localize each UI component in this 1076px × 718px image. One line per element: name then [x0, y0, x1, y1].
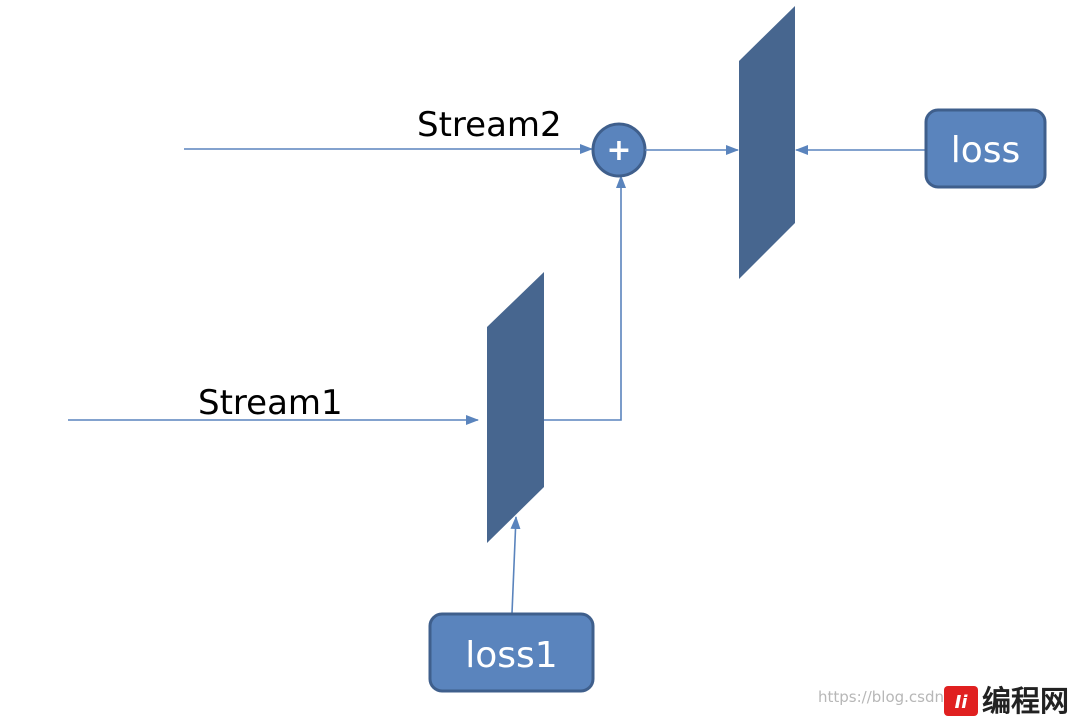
svg-text:Ii: Ii	[955, 692, 969, 713]
stream2-label: Stream2	[417, 105, 562, 145]
loss-box-label: loss	[951, 130, 1021, 171]
watermark-logo: Ii 编程网	[944, 684, 1069, 718]
watermark-logo-icon	[944, 686, 978, 716]
stream2-block	[739, 6, 795, 279]
loss1-box-label: loss1	[465, 635, 557, 676]
loss1-to-block1-arrow	[510, 516, 521, 614]
watermark-logo-text: 编程网	[982, 684, 1069, 718]
watermark-url: https://blog.csdn	[818, 688, 944, 706]
sum-node: +	[591, 122, 647, 178]
block1-to-sum-connector	[544, 175, 626, 421]
loss1-box: loss1	[428, 612, 595, 693]
sum-node-symbol: +	[606, 133, 631, 168]
loss-box: loss	[924, 108, 1047, 189]
stream1-block	[487, 272, 544, 543]
stream1-label: Stream1	[198, 383, 343, 423]
